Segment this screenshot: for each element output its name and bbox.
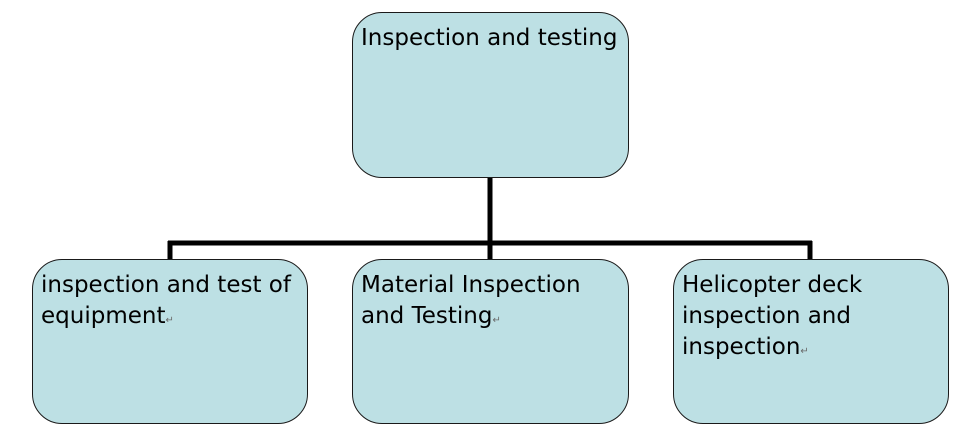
child-node-material: Material Inspection and Testing↵	[352, 259, 629, 424]
child-node-equipment-label: inspection and test of equipment	[41, 272, 291, 329]
child-node-equipment: inspection and test of equipment↵	[32, 259, 308, 424]
paragraph-mark-icon: ↵	[800, 346, 809, 357]
child-node-material-label: Material Inspection and Testing	[361, 272, 581, 329]
root-node-label: Inspection and testing	[361, 25, 618, 51]
paragraph-mark-icon: ↵	[492, 315, 501, 326]
root-node: Inspection and testing	[352, 12, 629, 178]
child-node-helicopter-deck-label: Helicopter deck inspection and inspectio…	[682, 272, 863, 360]
child-node-helicopter-deck: Helicopter deck inspection and inspectio…	[673, 259, 949, 424]
paragraph-mark-icon: ↵	[165, 315, 174, 326]
